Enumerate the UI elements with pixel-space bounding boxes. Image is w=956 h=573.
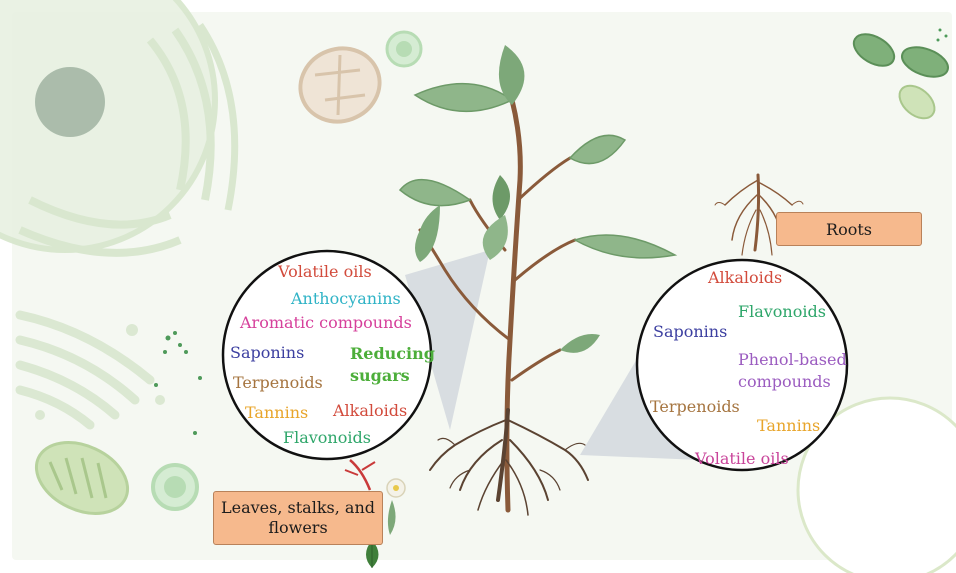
left-compound-aromatic-compounds: Aromatic compounds <box>240 313 412 333</box>
left-compound-anthocyanins: Anthocyanins <box>291 289 401 309</box>
roots-label: Roots <box>776 212 922 246</box>
right-compound-terpenoids: Terpenoids <box>650 397 740 417</box>
left-compound-tannins: Tannins <box>245 403 308 423</box>
left-compound-reducing-sugars: Reducing sugars <box>350 343 440 387</box>
left-compound-saponins: Saponins <box>230 343 304 363</box>
left-compound-volatile-oils: Volatile oils <box>278 262 372 282</box>
right-compound-volatile-oils: Volatile oils <box>695 449 789 469</box>
right-compound-phenol-based: Phenol-based compounds <box>738 349 848 393</box>
leaves-stalks-flowers-text: Leaves, stalks, and flowers <box>220 498 376 538</box>
left-compound-terpenoids: Terpenoids <box>233 373 323 393</box>
left-compound-alkaloids: Alkaloids <box>333 401 407 421</box>
right-compound-tannins: Tannins <box>757 416 820 436</box>
right-compound-saponins: Saponins <box>653 322 727 342</box>
leaves-stalks-flowers-label: Leaves, stalks, and flowers <box>213 491 383 545</box>
roots-text: Roots <box>826 220 872 239</box>
right-compound-flavonoids: Flavonoids <box>738 302 826 322</box>
right-compound-alkaloids: Alkaloids <box>708 268 782 288</box>
left-compound-flavonoids: Flavonoids <box>283 428 371 448</box>
